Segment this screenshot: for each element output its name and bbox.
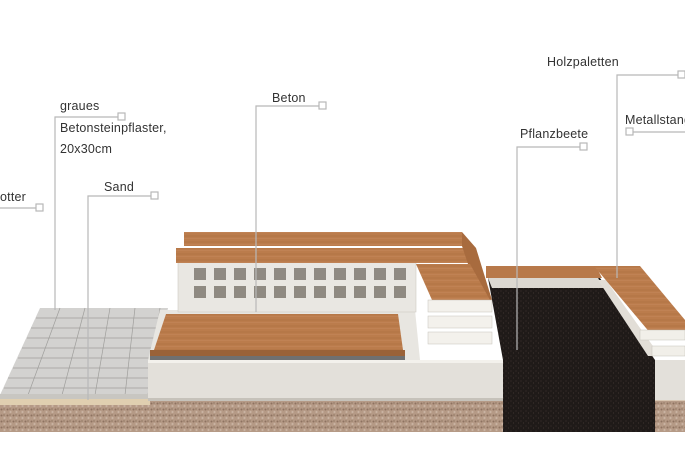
leader-line-pflanzbeete	[516, 146, 582, 350]
label-pflanzbeete: Pflanzbeete	[520, 127, 589, 141]
leader-marker-sand	[150, 191, 159, 200]
wooden-pallet-right	[594, 266, 685, 357]
leader-line-pflaster	[54, 116, 120, 310]
concrete-foundation-right	[655, 360, 685, 400]
leader-marker-schotter	[35, 203, 44, 212]
leader-line-beton	[255, 105, 320, 312]
wooden-seat-right	[416, 264, 493, 345]
concrete-block-wall	[177, 261, 417, 313]
label-holzpaletten: Holzpaletten	[547, 55, 619, 69]
soil-strip	[503, 398, 655, 432]
label-beton: Beton	[272, 91, 306, 105]
label-schotter: otter	[0, 190, 27, 204]
wooden-bench-back	[176, 232, 492, 300]
leader-line-holzpaletten	[616, 74, 680, 278]
label-pflaster-line1: graues	[60, 99, 100, 113]
label-metallstange: Metallstang	[625, 113, 685, 127]
label-pflaster-line3: 20x30cm	[60, 142, 113, 156]
leader-lines	[0, 70, 685, 400]
leader-marker-metallstange	[625, 127, 634, 136]
sand-layer	[0, 399, 150, 405]
leader-marker-holzpaletten	[677, 70, 685, 79]
wooden-deck-platform	[150, 314, 405, 360]
paving-stones	[0, 307, 168, 400]
label-sand: Sand	[104, 180, 134, 194]
leader-marker-pflaster	[117, 112, 126, 121]
label-pflaster-line2: Betonsteinpflaster,	[60, 121, 167, 135]
leader-marker-beton	[318, 101, 327, 110]
leader-line-sand	[87, 195, 153, 400]
leader-marker-pflanzbeete	[579, 142, 588, 151]
